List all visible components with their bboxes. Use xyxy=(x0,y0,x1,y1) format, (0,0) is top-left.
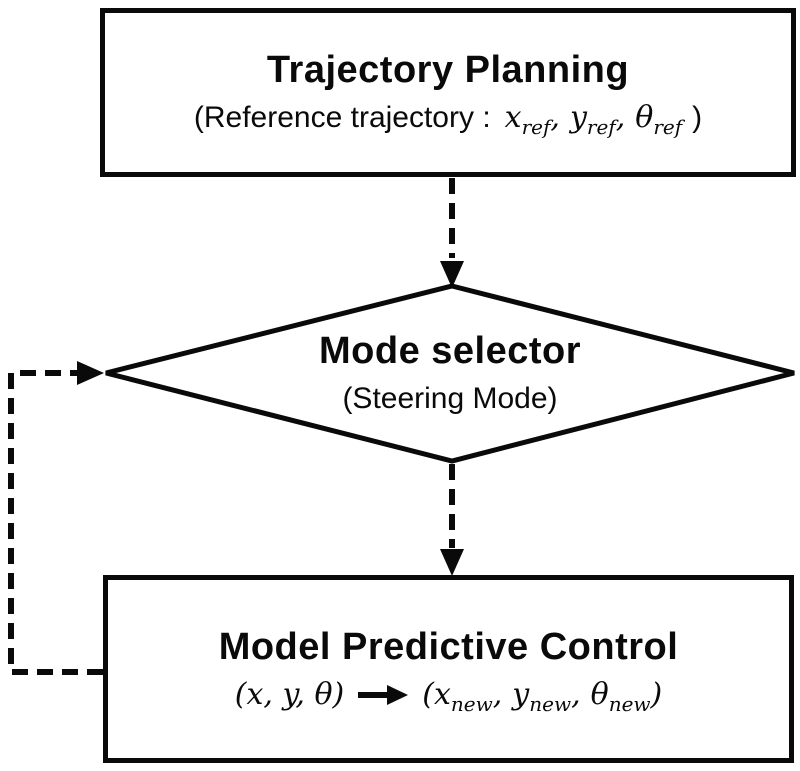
output-separator: , xyxy=(492,677,503,713)
output-separator: , xyxy=(571,677,581,713)
xref-subscript: ref xyxy=(521,114,551,139)
xnew-subscript: new xyxy=(450,692,493,717)
mpc-output-open-paren: ( xyxy=(422,677,434,713)
theta-ref-base: θ xyxy=(635,99,654,135)
planning-to-selector-arrowhead-icon xyxy=(440,261,464,288)
theta-new-var: θnew xyxy=(590,677,651,714)
mode-selector-diamond xyxy=(105,283,795,464)
mpc-feedback-arrowhead-icon xyxy=(77,361,104,385)
mpc-input-expr: (x, y, θ) xyxy=(234,677,345,713)
selector-to-mpc-arrowhead-icon xyxy=(440,549,464,576)
trajectory-planning-title: Trajectory Planning xyxy=(266,48,630,91)
xnew-var: xnew xyxy=(433,677,493,714)
maps-to-arrow-icon xyxy=(358,684,409,705)
model-predictive-control-node: Model Predictive Control (x, y, θ) ( xne… xyxy=(103,575,794,763)
theta-ref-subscript: ref xyxy=(653,114,683,139)
reference-trajectory-subtitle: (Reference trajectory : xref , yref , θr… xyxy=(194,99,702,137)
ynew-var: ynew xyxy=(512,677,571,714)
reference-trajectory-prefix: (Reference trajectory : xyxy=(193,100,491,134)
xref-var: xref xyxy=(505,99,551,137)
yref-var: yref xyxy=(570,99,616,137)
yref-subscript: ref xyxy=(586,114,616,139)
yref-base: y xyxy=(569,99,587,135)
mpc-formula: (x, y, θ) ( xnew , ynew , θnew ) xyxy=(234,677,663,714)
trajectory-planning-node: Trajectory Planning (Reference trajector… xyxy=(100,8,796,177)
ynew-base: y xyxy=(512,677,530,713)
ynew-subscript: new xyxy=(529,692,572,717)
var-separator: , xyxy=(615,99,626,135)
theta-ref-var: θref xyxy=(635,99,682,137)
model-predictive-control-title: Model Predictive Control xyxy=(218,625,679,668)
xref-base: x xyxy=(504,99,522,135)
theta-new-subscript: new xyxy=(608,692,651,717)
mpc-feedback-line xyxy=(8,370,103,675)
reference-trajectory-suffix: ) xyxy=(692,100,703,134)
var-separator: , xyxy=(550,99,560,135)
xnew-base: x xyxy=(433,677,451,713)
mpc-output-close-paren: ) xyxy=(650,677,663,713)
theta-new-base: θ xyxy=(590,677,609,713)
